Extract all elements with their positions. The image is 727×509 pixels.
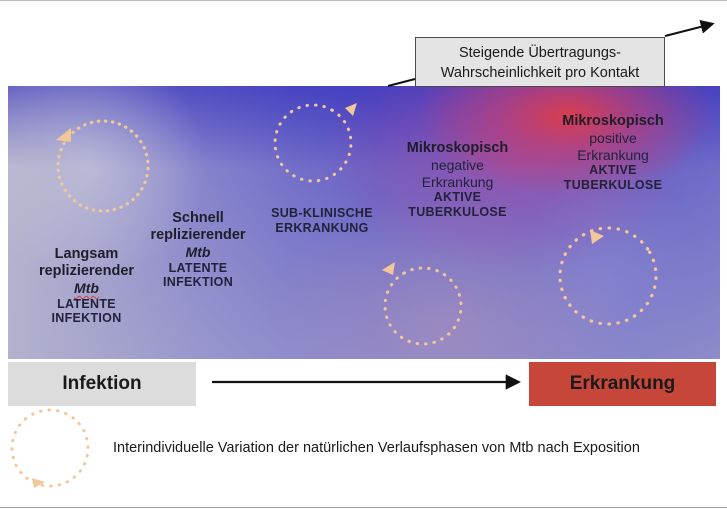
stage-positive-line2: positive [589,130,637,147]
stage-subclinical-line1: SUB-KLINISCHE [271,206,373,220]
transmission-callout: Steigende Übertragungs- Wahrscheinlichke… [415,37,665,87]
legend-cycle-head [32,478,45,488]
bottom-rule [0,507,727,508]
stage-positive-line1: Mikroskopisch [562,113,664,129]
stage-slow-line4: LATENTE [57,296,116,311]
stage-fast-latent: Schnell replizierender Mtb LATENTE INFEK… [133,210,263,290]
stage-fast-line2: replizierender [150,227,246,244]
stage-negative-line2: negative [431,157,484,174]
callout-line2: Wahrscheinlichkeit pro Kontakt [440,65,640,81]
stage-negative-line5: TUBERKULOSE [408,204,507,219]
stage-subclinical-line2: ERKRANKUNG [275,220,369,235]
infektion-box: Infektion [8,362,196,406]
stage-fast-line4: LATENTE [168,260,228,275]
legend-text: Interindividuelle Variation der natürlic… [113,440,640,456]
stage-fast-mtb: Mtb [185,244,211,261]
stage-slow-latent: Langsam replizierender Mtb LATENTE INFEK… [24,246,149,326]
stage-fast-line5: INFEKTION [162,275,234,290]
stage-fast-line1: Schnell [172,210,224,226]
stage-slow-line2: replizierender [38,263,135,280]
stage-slow-line1: Langsam [54,246,119,262]
legend-cycle-dots [10,408,90,488]
stage-subclinical: SUB-KLINISCHE ERKRANKUNG [257,206,387,236]
callout-line1: Steigende Übertragungs- [458,45,622,61]
stage-smear-negative: Mikroskopisch negative Erkrankung AKTIVE… [385,140,530,220]
erkrankung-box: Erkrankung [529,362,716,406]
stage-positive-line3: Erkrankung [577,146,649,163]
dotted-cycle-arrow-icon [10,408,90,488]
stage-positive-line4: AKTIVE [589,163,637,178]
stage-negative-line3: Erkrankung [421,173,494,190]
progression-panel [8,86,720,359]
stage-negative-line1: Mikroskopisch [406,140,509,156]
stage-negative-line4: AKTIVE [433,190,482,205]
stage-slow-line5: INFEKTION [51,311,122,326]
stage-positive-line5: TUBERKULOSE [563,177,663,192]
stage-slow-mtb: Mtb [74,280,99,297]
stage-smear-positive: Mikroskopisch positive Erkrankung AKTIVE… [538,113,688,193]
top-rule [0,0,727,1]
